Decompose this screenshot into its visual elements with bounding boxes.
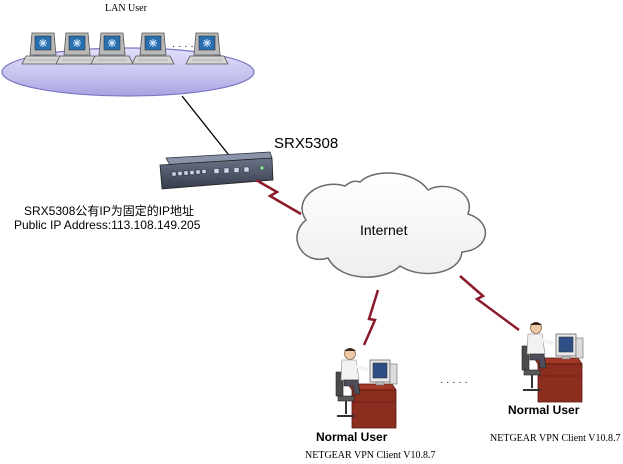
client-1-title: Normal User — [316, 430, 388, 444]
lan-link — [181, 95, 233, 160]
lan-pc-icon — [21, 32, 65, 65]
router-icon — [159, 151, 274, 190]
between-clients-ellipsis: · · · · · — [440, 377, 468, 388]
vpn-links — [255, 178, 520, 346]
client-2-title: Normal User — [508, 403, 580, 417]
vpn-link-router — [255, 178, 302, 216]
cloud-icon — [296, 172, 486, 278]
client-2-software: NETGEAR VPN Client V10.8.7 — [490, 433, 621, 444]
vpn-user-workstation-icon — [520, 320, 585, 404]
vpn-link-client-1 — [362, 289, 380, 346]
router-ip-note: SRX5308公有IP为固定的IP地址 — [24, 204, 195, 218]
vpn-user-workstation-icon — [334, 346, 399, 430]
internet-label: Internet — [360, 222, 408, 238]
lan-ellipsis: · · · · — [172, 41, 194, 52]
router-name: SRX5308 — [274, 135, 339, 152]
vpn-link-client-2 — [459, 275, 520, 332]
lan-label: LAN User — [105, 3, 147, 14]
client-1-software: NETGEAR VPN Client V10.8.7 — [305, 450, 436, 461]
router-public-ip: Public IP Address:113.108.149.205 — [14, 218, 201, 232]
